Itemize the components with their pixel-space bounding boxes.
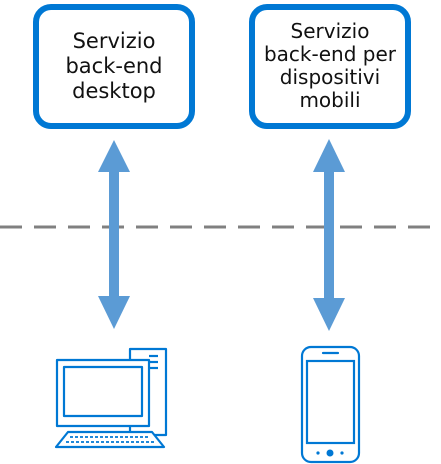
desktop-backend-service-label: Servizio back-end desktop: [65, 29, 163, 103]
mobile-backend-service-box: Servizio back-end per dispositivi mobili: [249, 4, 411, 129]
smartphone-icon: [300, 345, 361, 464]
mobile-backend-service-label: Servizio back-end per dispositivi mobili: [263, 18, 396, 112]
desktop-backend-service-box: Servizio back-end desktop: [33, 4, 195, 129]
mobile-connection-arrow: [313, 139, 345, 331]
desktop-connection-arrow: [98, 140, 130, 329]
desktop-computer-icon: [54, 347, 168, 449]
